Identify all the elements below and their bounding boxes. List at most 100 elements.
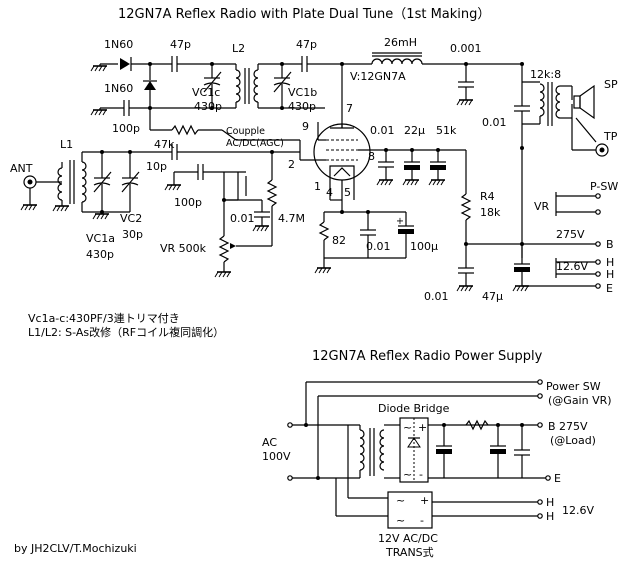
label-c001-b: 0.01 <box>230 212 255 225</box>
label-rfc: 26mH <box>384 36 417 49</box>
label-r82: 82 <box>332 234 346 247</box>
label-agc: AC/DC(AGC) <box>226 138 284 149</box>
label-vc1a-val: 430p <box>86 248 114 261</box>
label-pin1: 1 <box>314 180 321 193</box>
trans-tilde-l: ~ <box>396 494 405 507</box>
label-vc1c-val: 430p <box>194 100 222 113</box>
label-term-h2: H <box>606 268 614 281</box>
author-credit: by JH2CLV/T.Mochizuki <box>14 542 137 555</box>
label-l2: L2 <box>232 42 245 55</box>
label-term-e: E <box>606 282 613 295</box>
gain-section <box>164 152 278 278</box>
ps-e: E <box>554 472 561 485</box>
label-pin2: 2 <box>288 158 295 171</box>
l2-coil <box>235 64 259 108</box>
label-psw: P-SW <box>590 180 618 193</box>
note-2: L1/L2: S-As改修（RFコイル複同調化） <box>28 325 224 339</box>
trans-plus: + <box>420 494 429 507</box>
label-c001-k: 0.01 <box>366 240 391 253</box>
vc1b-trimmer <box>273 64 292 108</box>
label-term-h1: H <box>606 256 614 269</box>
label-tp: TP <box>603 130 618 143</box>
svg-text:+: + <box>396 216 404 227</box>
vc1c-trimmer <box>203 64 222 108</box>
note-1: Vc1a-c:430PF/3連トリマ付き <box>28 311 180 325</box>
cap-47p-b <box>301 56 308 72</box>
ps-h2: H <box>546 510 554 523</box>
label-coupple: Coupple <box>226 126 265 137</box>
label-r18k: 18k <box>480 206 501 219</box>
terminals-right <box>555 192 601 289</box>
ps-b275: B 275V <box>548 420 588 433</box>
screen-section <box>376 148 596 292</box>
bridge-plus: + <box>418 421 427 434</box>
label-vc2: VC2 <box>120 212 142 225</box>
schematic-title: 12GN7A Reflex Radio with Plate Dual Tune… <box>118 7 490 22</box>
label-vc1a: VC1a <box>86 232 115 245</box>
coupling-section <box>149 108 300 141</box>
supply-title: 12GN7A Reflex Radio Power Supply <box>312 349 543 364</box>
label-vc1c: VC1c <box>192 86 220 99</box>
ps-126: 12.6V <box>562 504 594 517</box>
trans-minus: - <box>420 514 424 527</box>
label-ant: ANT <box>10 162 33 175</box>
label-c22u: 22μ <box>404 124 425 137</box>
vacuum-tube-12gn7a <box>300 122 378 181</box>
label-c47p-b: 47p <box>296 38 317 51</box>
label-r4: R4 <box>480 190 495 203</box>
bridge-minus: - <box>419 468 423 481</box>
cap-47p-a <box>171 56 178 72</box>
label-pin7: 7 <box>346 102 353 115</box>
ps-trans1: 12V AC/DC <box>378 532 438 545</box>
label-c001-s: 0.01 <box>370 124 395 137</box>
diode-1n60-top <box>120 57 132 71</box>
ps-h1: H <box>546 496 554 509</box>
output-transformer <box>521 64 609 157</box>
cap-001-output <box>514 82 530 124</box>
label-c001-out: 0.01 <box>482 116 507 129</box>
label-vc1b: VC1b <box>288 86 317 99</box>
bridge-tilde-bot: ~ <box>403 468 412 481</box>
ps-power-sw: Power SW <box>546 380 601 393</box>
label-vc2-val: 30p <box>122 228 143 241</box>
label-c47p-a: 47p <box>170 38 191 51</box>
component-labels: 1N60 1N60 47p L2 47p 26mH 0.001 12k:8 SP… <box>10 36 618 559</box>
label-vc1b-val: 430p <box>288 100 316 113</box>
label-sp: SP <box>604 78 618 91</box>
power-supply <box>287 379 551 529</box>
antenna-section <box>20 140 301 220</box>
label-vr: VR <box>534 200 550 213</box>
label-term-b: B <box>606 238 614 251</box>
label-b275: 275V <box>556 228 585 241</box>
label-d2: 1N60 <box>104 82 133 95</box>
bridge-tilde-top: ~ <box>403 421 412 434</box>
cathode-section: + <box>314 200 414 274</box>
label-c47u: 47μ <box>482 290 503 303</box>
ps-gain-vr: (@Gain VR) <box>548 394 612 407</box>
ps-100v: 100V <box>262 450 291 463</box>
label-v126: 12.6V <box>556 260 588 273</box>
label-d1: 1N60 <box>104 38 133 51</box>
ps-trans2: TRANS式 <box>385 546 434 559</box>
label-c100u: 100μ <box>410 240 438 253</box>
label-pin5: 5 <box>344 186 351 199</box>
ps-ac: AC <box>262 436 277 449</box>
rfc-26mh <box>371 52 423 65</box>
label-pin9: 9 <box>302 120 309 133</box>
ps-diode-bridge: Diode Bridge <box>378 402 450 415</box>
label-xfmr-ratio: 12k:8 <box>530 68 561 81</box>
label-vr500k: VR 500k <box>160 242 207 255</box>
diode-1n60-vertical <box>143 80 157 90</box>
label-c001-bot: 0.01 <box>424 290 449 303</box>
label-r47m: 4.7M <box>278 212 305 225</box>
label-r47k: 47k <box>154 138 175 151</box>
label-r51k: 51k <box>436 124 457 137</box>
label-c100p-a: 100p <box>112 122 140 135</box>
ps-load: (@Load) <box>550 434 596 447</box>
detector-section <box>90 52 524 128</box>
label-c10p: 10p <box>146 160 167 173</box>
label-pin4: 4 <box>326 186 333 199</box>
label-c100p-b: 100p <box>174 196 202 209</box>
cap-0001-top <box>456 64 474 106</box>
